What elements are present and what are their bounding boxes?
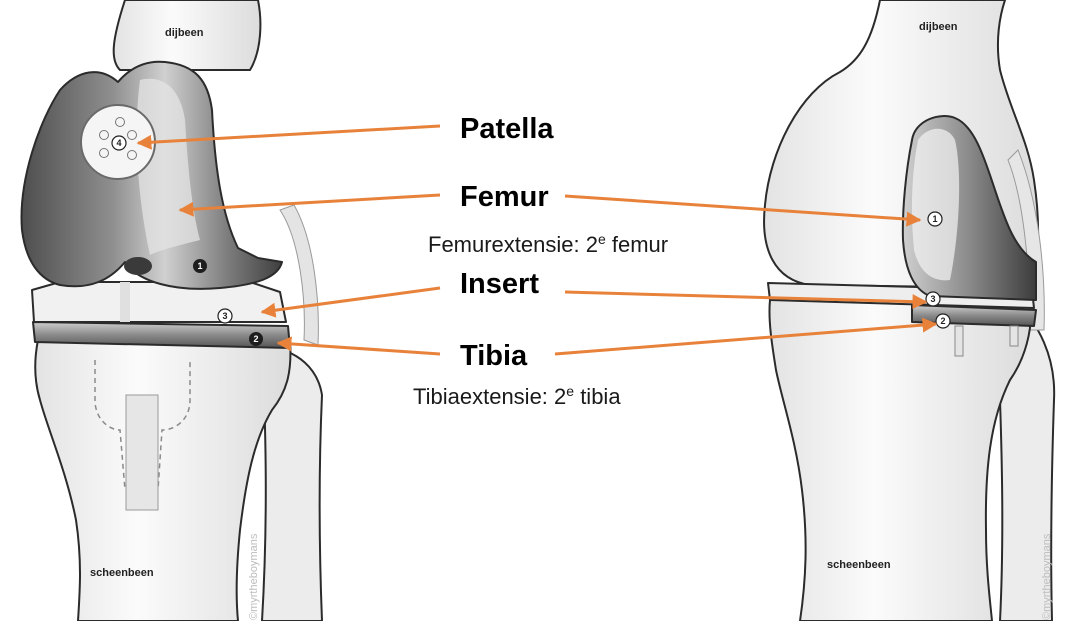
right-tibia-peg-1: [955, 326, 963, 356]
label-femur: Femur: [460, 181, 549, 213]
arrow-insert-left: [262, 288, 440, 312]
label-femur-extension: Femurextensie: 2e femur: [428, 231, 668, 257]
right-tibia-peg-2: [1010, 326, 1018, 346]
left-watermark: ©myrtheboymans: [248, 533, 260, 620]
tibia-ext-sup: e: [566, 383, 574, 399]
right-thigh-label: dijbeen: [919, 21, 958, 33]
left-badge-3: 3: [218, 309, 232, 323]
left-insert: [32, 282, 286, 322]
left-badge-2: 2: [249, 332, 263, 346]
right-shin-label: scheenbeen: [827, 559, 891, 571]
right-tibia-bone: [769, 300, 1030, 621]
left-badge-1-text: 1: [197, 261, 202, 271]
left-badge-1: 1: [193, 259, 207, 273]
femur-ext-post: femur: [606, 232, 668, 257]
tibia-ext-post: tibia: [574, 384, 621, 409]
label-tibia: Tibia: [460, 340, 528, 372]
right-badge-2: 2: [936, 314, 950, 328]
right-watermark: ©myrtheboymans: [1041, 533, 1053, 620]
label-insert: Insert: [460, 268, 539, 300]
left-badge-4-text: 4: [116, 138, 121, 148]
left-badge-4: 4: [112, 136, 126, 150]
right-badge-3: 3: [926, 292, 940, 306]
left-intercondylar-notch: [124, 257, 152, 275]
left-insert-shade: [120, 282, 130, 322]
right-femoral-highlight: [912, 129, 959, 281]
right-badge-1: 1: [928, 212, 942, 226]
femur-ext-pre: Femurextensie: 2: [428, 232, 598, 257]
label-patella: Patella: [460, 113, 554, 145]
left-thigh-label: dijbeen: [165, 27, 204, 39]
arrow-tibia-left: [278, 343, 440, 354]
femur-ext-sup: e: [598, 231, 606, 247]
left-ligament: [280, 205, 318, 345]
right-knee-side-view: 1 3 2 dijbeen scheenbeen ©myrtheboymans: [764, 0, 1054, 621]
left-badge-3-text: 3: [222, 311, 227, 321]
left-shin-label: scheenbeen: [90, 567, 154, 579]
left-badge-2-text: 2: [253, 334, 258, 344]
label-tibia-extension: Tibiaextensie: 2e tibia: [413, 383, 621, 409]
right-badge-3-text: 3: [930, 294, 935, 304]
tibia-ext-pre: Tibiaextensie: 2: [413, 384, 566, 409]
right-badge-1-text: 1: [932, 214, 937, 224]
right-badge-2-text: 2: [940, 316, 945, 326]
left-tibia-keel: [126, 395, 158, 510]
